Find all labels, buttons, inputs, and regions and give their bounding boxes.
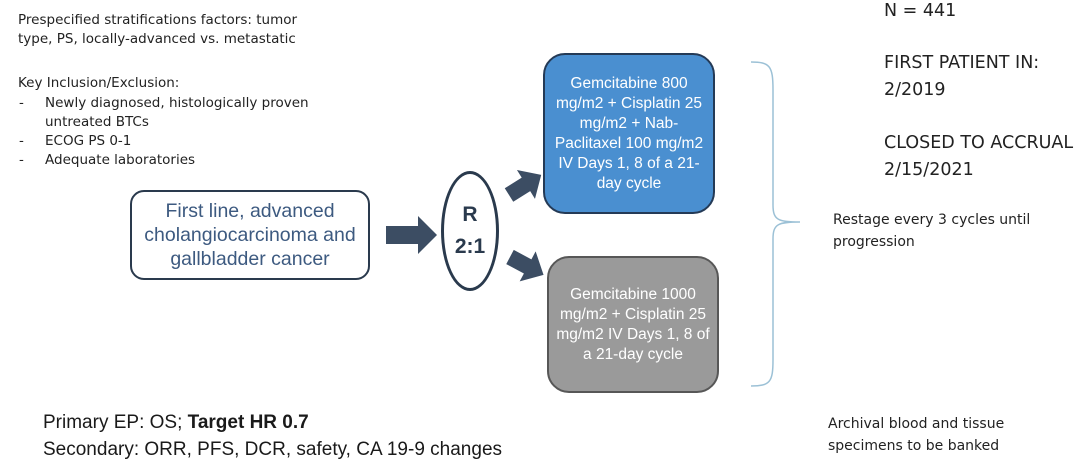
key-inclusion-item: ECOG PS 0-1: [18, 132, 338, 151]
arm-b-box: Gemcitabine 1000 mg/m2 + Cisplatin 25 mg…: [547, 256, 719, 393]
first-patient-date: 2/2019: [884, 80, 946, 100]
primary-endpoint-label: Primary EP: OS;: [43, 412, 188, 433]
arm-a-box: Gemcitabine 800 mg/m2 + Cisplatin 25 mg/…: [543, 53, 715, 214]
key-inclusion-heading: Key Inclusion/Exclusion:: [18, 75, 180, 91]
secondary-endpoints: Secondary: ORR, PFS, DCR, safety, CA 19-…: [43, 439, 503, 460]
restage-text: Restage every 3 cycles until progression: [833, 212, 1031, 250]
randomization-ratio: 2:1: [454, 235, 486, 258]
stratification-text: Prespecified stratifications factors: tu…: [18, 12, 298, 47]
primary-endpoint: Primary EP: OS; Target HR 0.7: [43, 412, 309, 434]
restage-bracket: [750, 61, 801, 387]
first-patient-label: FIRST PATIENT IN:: [884, 53, 1040, 73]
closed-accrual-date: 2/15/2021: [884, 160, 974, 180]
closed-accrual-label: CLOSED TO ACCRUAL: [884, 133, 1074, 153]
sample-size: N = 441: [884, 1, 957, 21]
arrow-entry-to-randomization: [386, 216, 437, 254]
archival-specimens-text: Archival blood and tissue specimens to b…: [828, 416, 1005, 454]
key-inclusion-item: Adequate laboratories: [18, 151, 338, 170]
key-inclusion-list: Newly diagnosed, histologically proven u…: [18, 94, 338, 170]
randomization-oval: R 2:1: [441, 171, 499, 291]
target-hr: Target HR 0.7: [187, 412, 309, 433]
arrow-to-arm-b: [506, 249, 544, 282]
entry-population-box: First line, advanced cholangiocarcinoma …: [130, 190, 370, 280]
randomization-letter: R: [462, 203, 478, 226]
key-inclusion-item: Newly diagnosed, histologically proven u…: [18, 94, 338, 132]
arrow-to-arm-a: [504, 169, 542, 202]
